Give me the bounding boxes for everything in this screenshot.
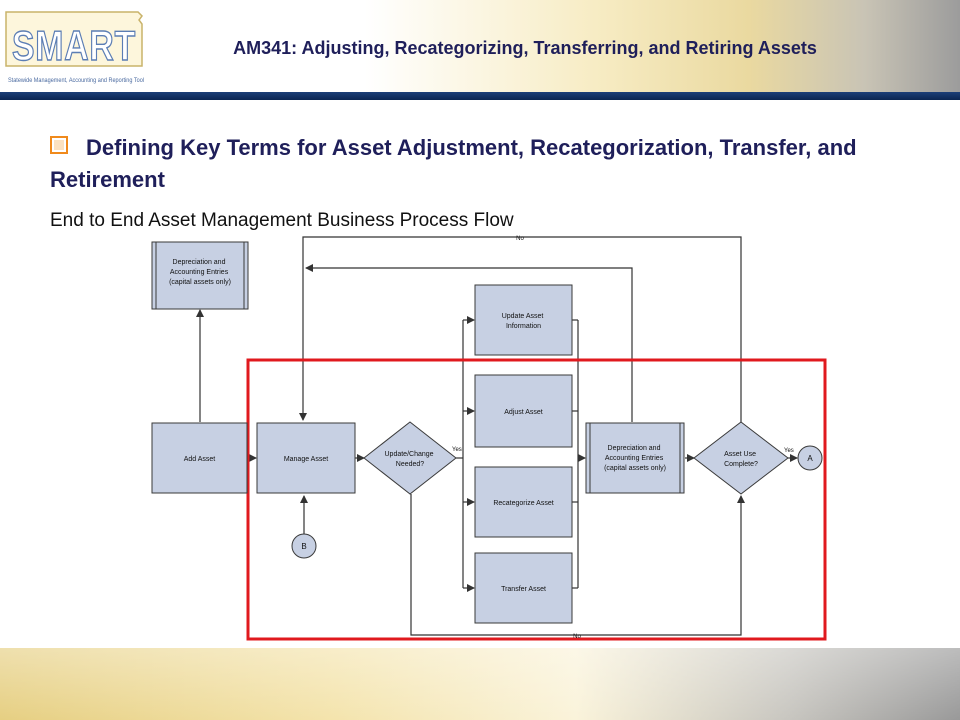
label-no-bottom: No — [573, 634, 581, 640]
recategorize-asset-label: Recategorize Asset — [493, 500, 553, 507]
line-no-top-loop — [299, 236, 742, 422]
transfer-asset-box: Transfer Asset — [474, 552, 573, 624]
header-rule — [0, 92, 960, 100]
svg-text:Asset Use Complete?: Asset Use Complete? — [724, 451, 758, 468]
svg-text:Update Asset Information: Update Asset Information — [502, 313, 546, 330]
add-asset-label: Add Asset — [184, 456, 216, 463]
recategorize-asset-box: Recategorize Asset — [474, 466, 573, 538]
connector-b-label: B — [301, 542, 306, 551]
flow-connectors — [196, 236, 798, 636]
connector-a: A — [797, 445, 823, 471]
depreciation-mid-line2: Accounting Entries — [605, 455, 664, 462]
logo-wordmark: SMART — [12, 22, 136, 69]
label-yes-complete: Yes — [784, 448, 794, 454]
update-change-decision: Update/Change Needed? — [363, 421, 457, 495]
adjust-asset-label: Adjust Asset — [504, 409, 543, 416]
checkbox-bullet-icon — [50, 136, 68, 154]
kansas-outline — [5, 11, 143, 67]
depreciation-top-line1: Depreciation and — [173, 259, 226, 266]
update-info-line1: Update Asset — [502, 313, 544, 320]
asset-use-line1: Asset Use — [724, 451, 756, 458]
process-flow-caption: End to End Asset Management Business Pro… — [50, 210, 514, 231]
page-title: AM341: Adjusting, Recategorizing, Transf… — [233, 38, 817, 58]
connector-a-label: A — [807, 454, 813, 463]
section-heading-text: Defining Key Terms for Asset Adjustment,… — [50, 135, 857, 192]
process-flow-diagram: Depreciation and Accounting Entries (cap… — [151, 236, 827, 641]
update-change-line2: Needed? — [396, 461, 425, 468]
highlight-frame — [246, 358, 827, 641]
depreciation-mid-line1: Depreciation and — [608, 445, 661, 452]
label-no-top: No — [516, 236, 524, 242]
add-asset-box: Add Asset — [151, 422, 248, 494]
section-heading: Defining Key Terms for Asset Adjustment,… — [50, 132, 910, 196]
logo-tagline: Statewide Management, Accounting and Rep… — [8, 78, 144, 84]
update-asset-information-box: Update Asset Information — [474, 284, 573, 356]
label-yes-update: Yes — [452, 447, 462, 453]
depreciation-top-line2: Accounting Entries — [170, 269, 229, 276]
manage-asset-box: Manage Asset — [256, 422, 356, 494]
update-info-line2: Information — [506, 323, 541, 330]
manage-asset-label: Manage Asset — [284, 456, 328, 463]
svg-text:Depreciation and Account: Depreciation and Accounting Entries (cap… — [604, 445, 666, 472]
line-no-bottom-loop — [410, 494, 745, 636]
line-loop-to-manage — [305, 264, 633, 422]
asset-use-complete-decision: Asset Use Complete? — [693, 421, 789, 495]
footer-band — [0, 648, 960, 720]
svg-text:Depreciation and Account: Depreciation and Accounting Entries (cap… — [169, 259, 231, 286]
transfer-asset-label: Transfer Asset — [501, 586, 546, 593]
svg-text:Update/Change Needed?: Update/Change Needed? — [385, 451, 436, 468]
depreciation-top-line3: (capital assets only) — [169, 279, 231, 286]
adjust-asset-box: Adjust Asset — [474, 374, 573, 448]
asset-use-line2: Complete? — [724, 461, 758, 468]
footer-highlight — [0, 648, 960, 720]
smart-logo: SMART Statewide Management, Accounting a… — [5, 11, 144, 84]
depreciation-entries-box-top: Depreciation and Accounting Entries (cap… — [151, 241, 249, 310]
depreciation-entries-box-mid: Depreciation and Accounting Entries (cap… — [585, 422, 685, 494]
update-change-line1: Update/Change — [385, 451, 434, 458]
header-band — [0, 0, 960, 92]
connector-b: B — [291, 533, 317, 559]
depreciation-mid-line3: (capital assets only) — [604, 465, 666, 472]
